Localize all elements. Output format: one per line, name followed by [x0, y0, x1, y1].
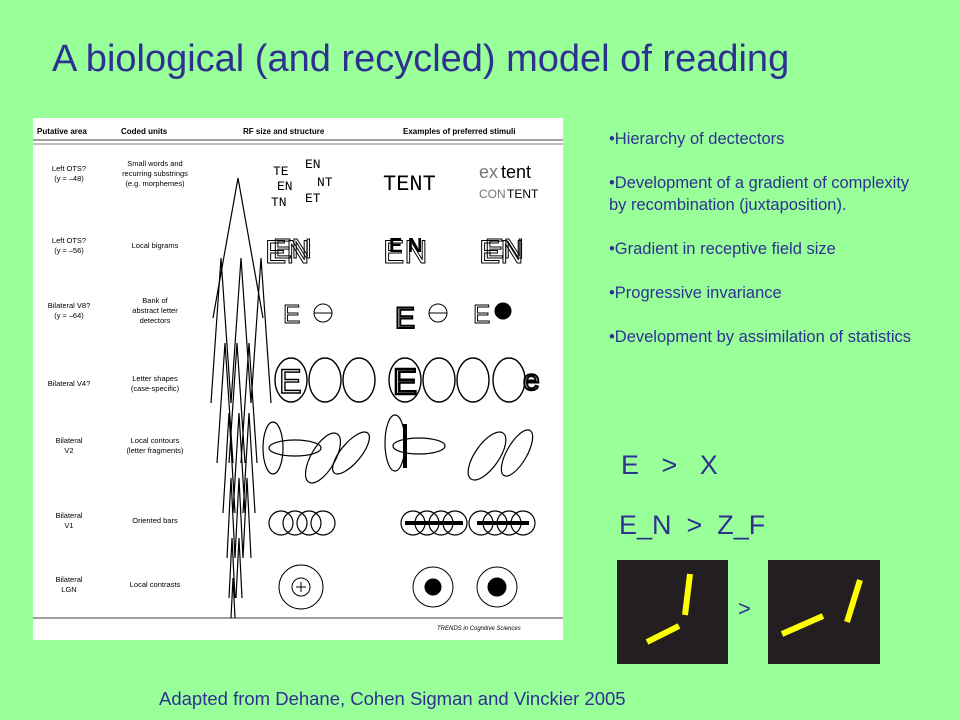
area-label: Bilateral V4?: [48, 379, 91, 388]
area-label: V2: [64, 446, 73, 455]
bigram-preference-rule: E_N > Z_F: [619, 510, 766, 540]
coded-unit-label: Local bigrams: [132, 241, 179, 250]
header-units: Coded units: [121, 127, 168, 136]
svg-text:NT: NT: [317, 175, 333, 190]
stim-ex: ex: [479, 162, 498, 182]
header-stimuli: Examples of preferred stimuli: [403, 127, 515, 136]
svg-text:EN: EN: [277, 179, 293, 194]
slide-title: A biological (and recycled) model of rea…: [52, 38, 790, 80]
coded-unit-label: (case-specific): [131, 384, 180, 393]
svg-text:E N: E N: [389, 235, 422, 257]
hierarchy-figure: Putative area Coded units RF size and st…: [33, 118, 563, 640]
area-label: LGN: [61, 585, 76, 594]
coded-unit-label: (e.g. morphemes): [125, 179, 185, 188]
coded-unit-label: (letter fragments): [126, 446, 184, 455]
coded-unit-label: Letter shapes: [132, 374, 178, 383]
area-label: V1: [64, 521, 73, 530]
svg-text:E: E: [473, 299, 490, 329]
area-label: (y ≈ –56): [54, 246, 84, 255]
stim-tent-3: TENT: [507, 187, 539, 201]
svg-text:E: E: [279, 363, 302, 401]
svg-text:E: E: [395, 302, 415, 335]
local-contrasts: [278, 564, 518, 610]
row-labels: Left OTS?(y ≈ –48)Small words andrecurri…: [48, 159, 188, 594]
svg-text:EN: EN: [485, 233, 524, 264]
coded-unit-label: Local contours: [131, 436, 180, 445]
area-label: Bilateral: [55, 575, 82, 584]
bar-stimulus-right: [768, 560, 880, 664]
coded-unit-label: abstract letter: [132, 306, 178, 315]
area-label: Left OTS?: [52, 164, 86, 173]
stim-con: CON: [479, 187, 506, 201]
svg-text:e: e: [523, 364, 540, 397]
oriented-bars: [268, 510, 536, 536]
bar-stimuli: [617, 560, 880, 664]
rf-pyramid: [210, 177, 272, 619]
bigram-glyphs: EN EN EN E N EN EN: [265, 233, 525, 271]
header-area: Putative area: [37, 127, 87, 136]
bullet-item: •Development of a gradient of complexity…: [609, 174, 910, 214]
figure-footer: TRENDS in Cognitive Sciences: [437, 626, 521, 632]
rf-bigram-words: TE EN EN NT TN ET: [271, 157, 333, 210]
letter-detectors: E E E: [283, 299, 512, 336]
svg-text:TE: TE: [273, 164, 289, 179]
bar-stimulus-left: [617, 560, 728, 664]
area-label: Left OTS?: [52, 236, 86, 245]
coded-unit-label: Local contrasts: [130, 580, 181, 589]
header-rf: RF size and structure: [243, 127, 325, 136]
svg-text:E: E: [393, 361, 417, 402]
svg-text:EN: EN: [479, 234, 523, 270]
bullet-item: •Development by assimilation of statisti…: [609, 328, 911, 346]
letter-preference-rule: E > X: [621, 450, 718, 480]
svg-text:ET: ET: [305, 191, 321, 206]
svg-text:EN: EN: [265, 234, 309, 270]
area-label: Bilateral V8?: [48, 301, 91, 310]
area-label: Bilateral: [55, 511, 82, 520]
coded-unit-label: Oriented bars: [132, 516, 178, 525]
contour-fragments: [262, 414, 534, 484]
coded-unit-label: Small words and: [127, 159, 182, 168]
bullet-item: •Gradient in receptive field size: [609, 240, 836, 258]
bullet-list: •Hierarchy of dectectors •Development of…: [609, 128, 929, 370]
bar-comparison-symbol: >: [738, 596, 751, 621]
area-label: (y ≈ –64): [54, 311, 84, 320]
svg-text:TN: TN: [271, 195, 287, 210]
area-label: (y ≈ –48): [54, 174, 84, 183]
svg-text:EN: EN: [273, 233, 312, 264]
coded-unit-label: recurring substrings: [122, 169, 188, 178]
svg-text:EN: EN: [305, 157, 321, 172]
coded-unit-label: detectors: [140, 316, 171, 325]
bullet-item: •Hierarchy of dectectors: [609, 130, 785, 148]
stim-tent: TENT: [383, 172, 436, 197]
letter-shapes: E E e: [274, 357, 541, 403]
svg-text:E: E: [283, 299, 300, 329]
bullet-item: •Progressive invariance: [609, 284, 782, 302]
svg-text:EN: EN: [383, 234, 427, 270]
citation: Adapted from Dehane, Cohen Sigman and Vi…: [159, 688, 626, 709]
area-label: Bilateral: [55, 436, 82, 445]
stim-tent-2: tent: [501, 162, 531, 182]
coded-unit-label: Bank of: [142, 296, 168, 305]
